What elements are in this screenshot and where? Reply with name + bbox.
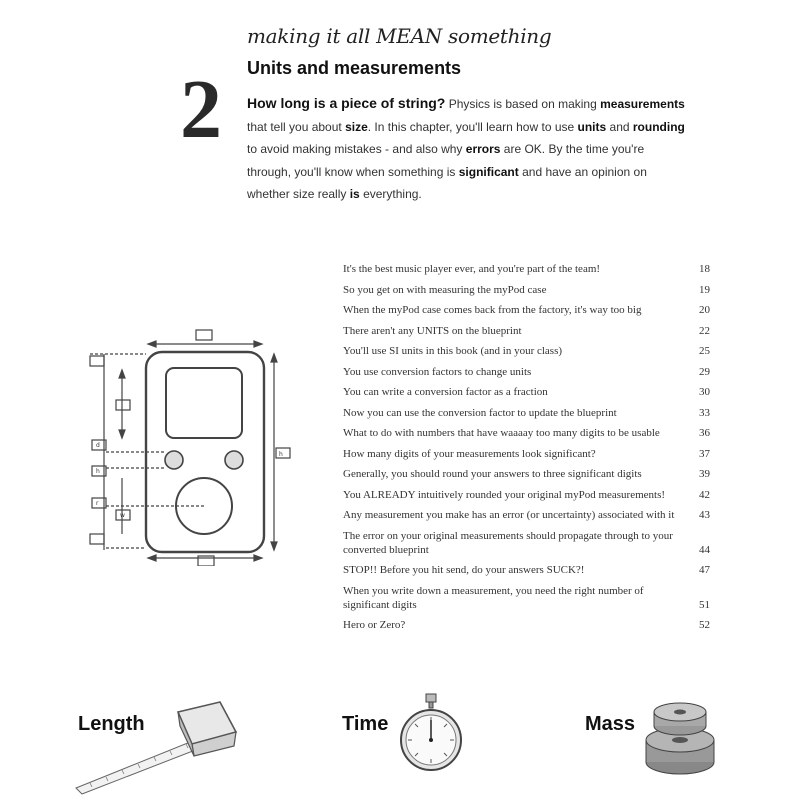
toc-entry-title: Any measurement you make has an error (o…: [343, 509, 675, 521]
toc-entry-title: Now you can use the conversion factor to…: [343, 406, 617, 419]
toc-entry-page: 39: [699, 468, 710, 480]
blueprint-label-d: d: [96, 442, 100, 449]
toc-entry-title: The error on your original measurements …: [343, 529, 673, 556]
toc-entry: What to do with numbers that have waaaay…: [343, 426, 710, 440]
toc-entry: How many digits of your measurements loo…: [343, 447, 710, 461]
toc-entry: You'll use SI units in this book (and in…: [343, 344, 710, 358]
toc-entry-page: 33: [699, 406, 710, 419]
toc-entry: When you write down a measurement, you n…: [343, 584, 710, 612]
toc-entry-title: You use conversion factors to change uni…: [343, 365, 532, 378]
mypod-blueprint-illustration: d h r w h: [89, 329, 291, 566]
length-label: Length: [78, 713, 145, 735]
toc-entry: Any measurement you make has an error (o…: [343, 508, 710, 522]
toc-entry-title: Generally, you should round your answers…: [343, 468, 642, 480]
toc-entry-title: You ALREADY intuitively rounded your ori…: [343, 488, 666, 501]
toc-entry-title: Hero or Zero?: [343, 619, 406, 631]
toc-entry: You use conversion factors to change uni…: [343, 365, 710, 379]
toc-entry-title: When you write down a measurement, you n…: [343, 584, 644, 611]
mass-label: Mass: [585, 713, 636, 735]
blueprint-label-w: w: [120, 512, 125, 519]
table-of-contents: It's the best music player ever, and you…: [343, 262, 710, 639]
time-label: Time: [342, 713, 389, 735]
toc-entry-title: There aren't any UNITS on the blueprint: [343, 324, 522, 337]
toc-entry: There aren't any UNITS on the blueprint 2…: [343, 324, 710, 338]
chapter-kicker: making it all MEAN something: [247, 24, 552, 48]
toc-entry-page: 29: [699, 365, 710, 378]
toc-entry-page: 52: [699, 619, 710, 631]
toc-entry: Generally, you should round your answers…: [343, 467, 710, 481]
toc-entry-title: It's the best music player ever, and you…: [343, 263, 601, 275]
stopwatch-icon: [400, 693, 462, 771]
toc-entry-page: 20: [699, 304, 710, 316]
toc-entry-page: 25: [699, 345, 710, 357]
toc-entry-page: 18: [699, 263, 710, 275]
chapter-intro: How long is a piece of string? Physics i…: [247, 95, 685, 201]
toc-entry: You can write a conversion factor as a f…: [343, 385, 710, 399]
tape-measure-icon: [75, 701, 238, 795]
blueprint-label-h-right: h: [279, 451, 283, 458]
toc-entry-page: 51: [699, 598, 710, 611]
toc-entry-title: So you get on with measuring the myPod c…: [343, 283, 547, 296]
toc-entry-title: You'll use SI units in this book (and in…: [343, 345, 563, 357]
toc-entry-title: How many digits of your measurements loo…: [343, 447, 596, 460]
toc-entry-page: 36: [699, 427, 710, 439]
toc-entry: It's the best music player ever, and you…: [343, 262, 710, 276]
toc-entry-page: 19: [699, 283, 710, 296]
blueprint-label-r: r: [96, 500, 99, 507]
chapter-number: 2: [180, 63, 222, 156]
toc-entry: The error on your original measurements …: [343, 529, 710, 557]
toc-entry-title: When the myPod case comes back from the …: [343, 304, 642, 316]
weights-icon: [645, 702, 715, 775]
toc-entry-page: 43: [699, 509, 710, 521]
blueprint-label-h: h: [96, 468, 100, 475]
toc-entry-page: 37: [699, 447, 710, 460]
toc-entry-page: 22: [699, 324, 710, 337]
toc-entry-page: 44: [699, 543, 710, 556]
intro-lead: How long is a piece of string?: [247, 95, 446, 111]
toc-entry: When the myPod case comes back from the …: [343, 303, 710, 317]
toc-entry-title: You can write a conversion factor as a f…: [343, 386, 548, 398]
toc-entry-page: 30: [699, 386, 710, 398]
toc-entry: You ALREADY intuitively rounded your ori…: [343, 488, 710, 502]
chapter-title: Units and measurements: [247, 58, 462, 78]
toc-entry-title: What to do with numbers that have waaaay…: [343, 427, 660, 439]
toc-entry-title: STOP!! Before you hit send, do your answ…: [343, 564, 585, 576]
toc-entry: STOP!! Before you hit send, do your answ…: [343, 563, 710, 577]
toc-entry: So you get on with measuring the myPod c…: [343, 283, 710, 297]
toc-entry-page: 42: [699, 488, 710, 501]
toc-entry-page: 47: [699, 564, 710, 576]
toc-entry: Hero or Zero? 52: [343, 618, 710, 632]
toc-entry: Now you can use the conversion factor to…: [343, 406, 710, 420]
